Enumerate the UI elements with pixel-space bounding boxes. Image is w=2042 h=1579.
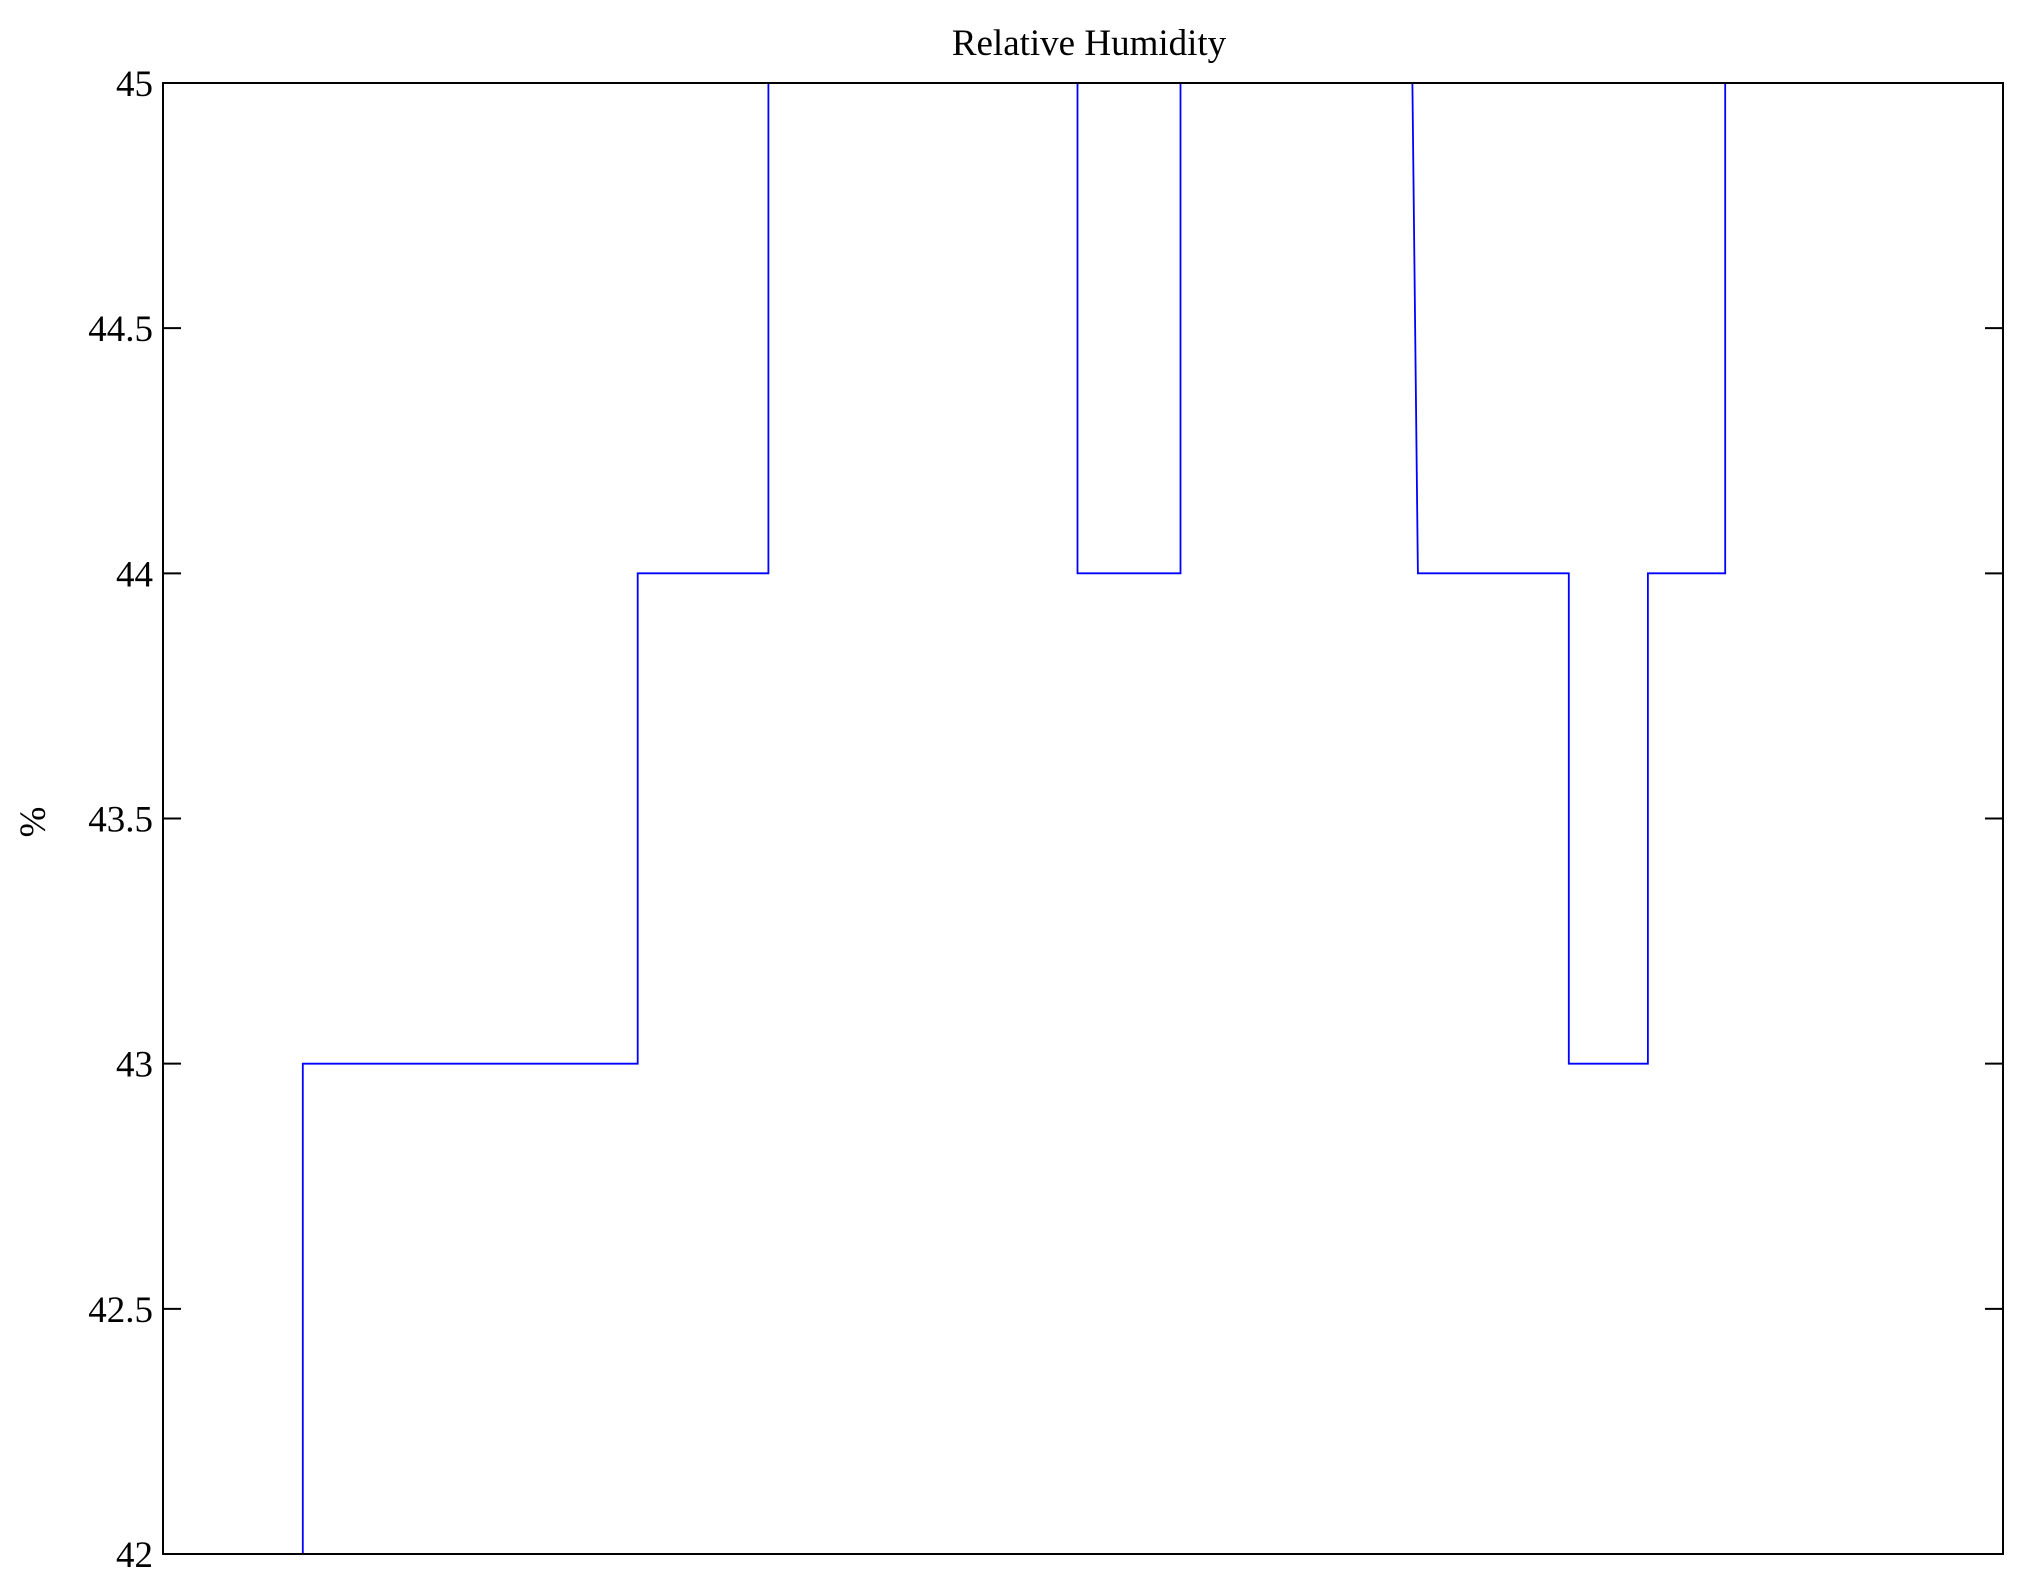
y-tick-label: 43 [116,1045,153,1086]
y-tick-label: 45 [116,64,153,105]
plot-series [223,82,1772,1555]
series-line-relative-humidity [223,82,1772,1555]
y-tick-label: 44 [116,554,153,595]
y-tick-label: 44.5 [88,309,153,350]
plot-frame [162,82,2004,1555]
y-axis-ticks: 42 42.5 43 43.5 44 44.5 45 [88,64,2003,1576]
y-tick-label: 42.5 [88,1290,153,1331]
y-axis-label: % [13,807,54,838]
chart-title: Relative Humidity [952,23,1227,64]
y-tick-label: 43.5 [88,800,153,841]
y-tick-label: 42 [116,1535,153,1576]
